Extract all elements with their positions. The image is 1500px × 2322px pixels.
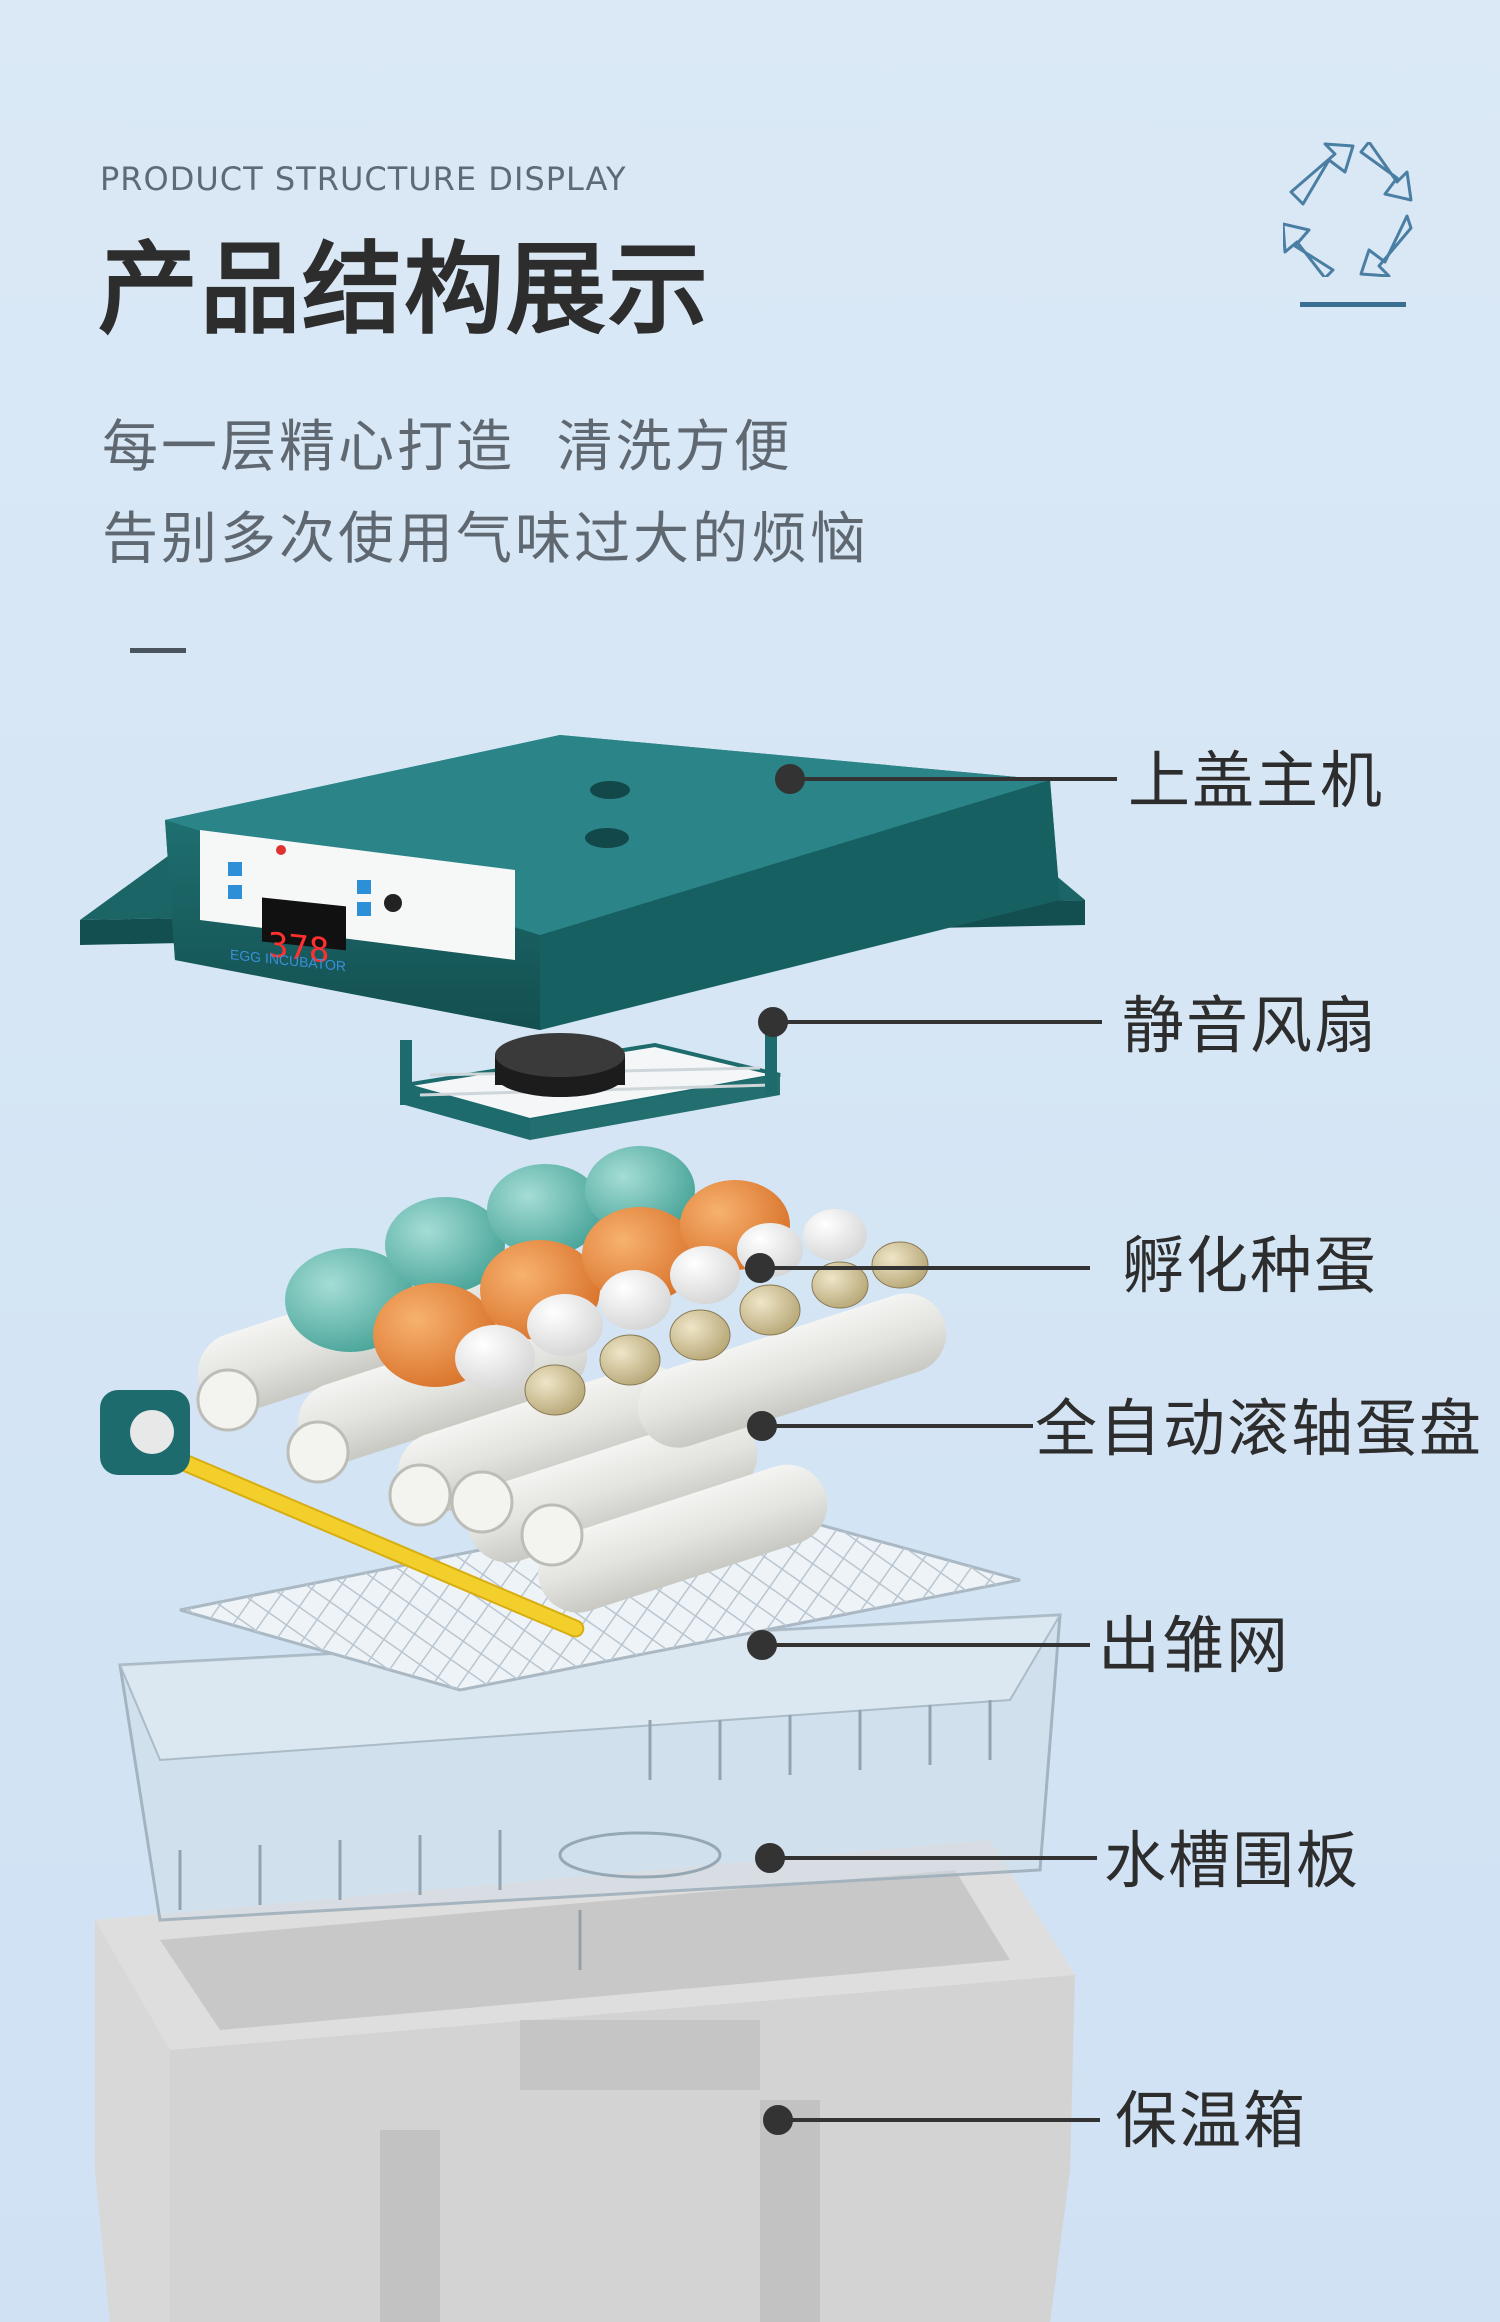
part-label-silent-fan: 静音风扇 — [1122, 989, 1379, 1062]
page-title: 产品结构展示 — [98, 231, 710, 348]
divider-dash — [130, 648, 186, 653]
callout-lines — [745, 764, 1117, 2135]
recycle-arrows-icon — [1283, 142, 1413, 277]
top-lid-host: 378 EGG INCUBATOR — [80, 735, 1085, 1030]
eggs — [285, 1146, 929, 1416]
silent-fan — [400, 1030, 781, 1140]
part-label-roller-tray: 全自动滚轴蛋盘 — [1035, 1392, 1484, 1465]
eyebrow-text: PRODUCT STRUCTURE DISPLAY — [100, 160, 627, 198]
subtitle-line-1: 每一层精心打造 清洗方便 — [102, 415, 793, 480]
part-label-water-tray: 水槽围板 — [1104, 1824, 1361, 1897]
water-tray — [118, 1613, 1062, 1970]
part-label-foam-box: 保温箱 — [1115, 2084, 1308, 2157]
corner-accent-line — [1300, 302, 1406, 307]
roller-motor — [100, 1390, 190, 1475]
part-label-eggs: 孵化种蛋 — [1122, 1229, 1379, 1302]
subtitle-line-2: 告别多次使用气味过大的烦恼 — [102, 507, 869, 572]
part-label-lid-host: 上盖主机 — [1128, 744, 1385, 817]
panel-display-readout: 378 — [268, 925, 329, 971]
part-label-hatching-mesh: 出雏网 — [1098, 1609, 1291, 1682]
foam-box — [95, 1840, 1075, 2322]
